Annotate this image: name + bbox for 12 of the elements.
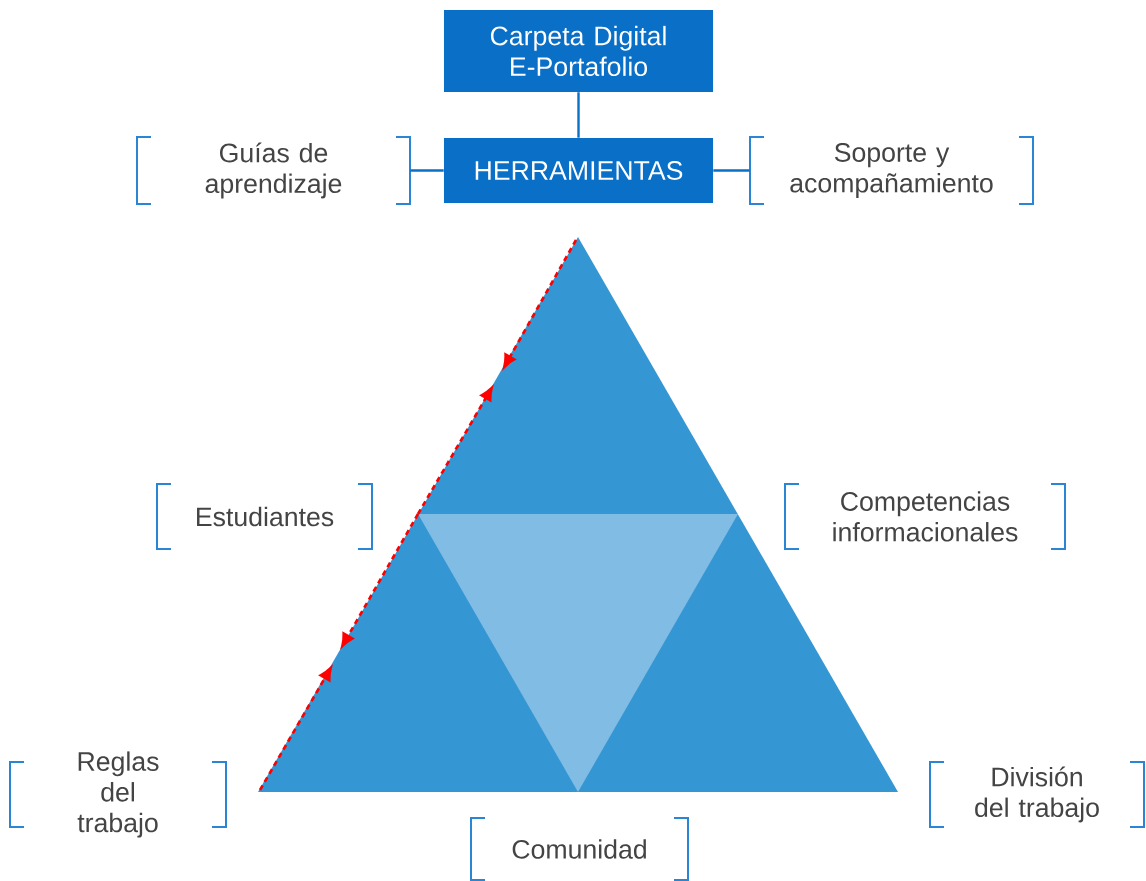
bracket-label: Soporte y acompañamiento: [749, 136, 1034, 205]
connector-line: [577, 92, 580, 138]
connector-line: [713, 169, 750, 172]
bracket-label: Reglas del trabajo: [9, 751, 227, 838]
bracket-label: Estudiantes: [156, 483, 373, 550]
title-box: HERRAMIENTAS: [443, 137, 714, 203]
bracket-label: Guías de aprendizaje: [136, 136, 411, 205]
bracket-label: División del trabajo: [929, 761, 1145, 828]
connector-line: [410, 169, 444, 172]
bracket-label: Competencias informacionales: [784, 483, 1066, 550]
title-box: Carpeta Digital E-Portafolio: [443, 10, 714, 92]
bracket-label: Comunidad: [470, 817, 689, 881]
